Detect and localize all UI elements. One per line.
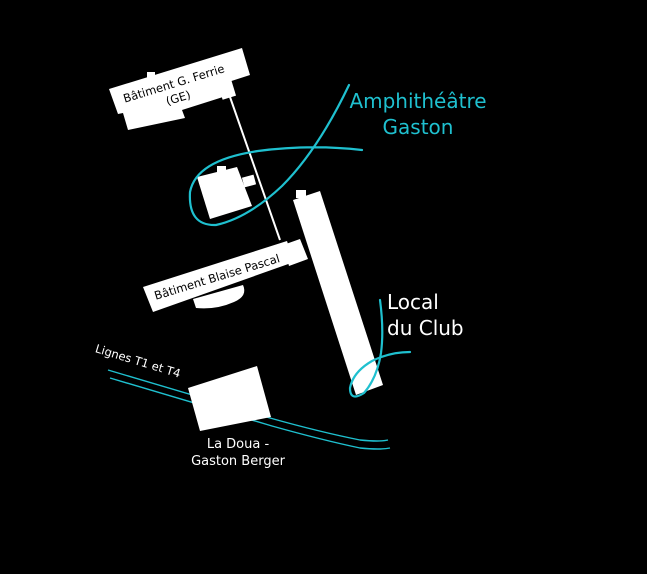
corridor-line: [229, 96, 281, 241]
building-pascal-wing: [283, 239, 308, 266]
building-long-shape: [293, 191, 383, 395]
tram-stop-label-line1: La Doua -: [207, 437, 270, 452]
building-pascal-shape: [143, 241, 294, 312]
tram-track-north: [107, 369, 389, 442]
building-amphi: [197, 166, 257, 219]
building-amphi-block: [241, 174, 257, 188]
building-ferrie: [109, 48, 250, 130]
tram-station-building: [188, 366, 271, 431]
club-label-line1: Local: [387, 290, 439, 314]
amphi-label-line1: Amphithéâtre: [349, 89, 486, 113]
tram-track-south: [109, 377, 391, 450]
building-pascal: [143, 239, 308, 312]
building-amphi-notch: [217, 166, 226, 172]
tram-stop-label-line2: Gaston Berger: [191, 454, 286, 469]
tram-lines: [107, 369, 391, 450]
building-long: [293, 190, 383, 395]
building-ferrie-annex: [217, 80, 237, 100]
building-pascal-dome: [193, 285, 245, 309]
route-to-amphi: [188, 83, 364, 227]
club-label-line2: du Club: [387, 316, 464, 340]
route-to-club: [348, 298, 412, 398]
building-amphi-shape: [197, 167, 252, 219]
building-ferrie-shape: [109, 48, 250, 130]
building-ferrie-notch: [147, 72, 155, 78]
building-long-notch: [296, 190, 306, 198]
amphi-label-line2: Gaston: [383, 115, 454, 139]
